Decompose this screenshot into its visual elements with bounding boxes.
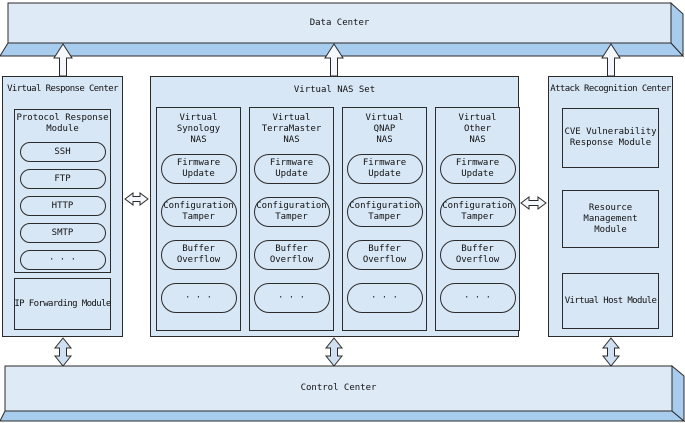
nas-column-qnap: Virtual QNAP NAS Firmware Update Configu… — [342, 107, 427, 331]
control-center-slab — [0, 364, 685, 423]
protocol-pill-http: HTTP — [19, 196, 106, 216]
nas-column-name: Virtual Other NAS — [458, 113, 497, 145]
arrow-vrc-nas — [124, 192, 149, 206]
attack-oval-firmware-update: Firmware Update — [160, 154, 237, 184]
arrow-vrc-control-center — [53, 337, 73, 367]
panel-virtual-nas-set: Virtual NAS Set Virtual Synology NAS Fir… — [150, 76, 520, 337]
attack-oval-configuration-tamper: Configuration Tamper — [160, 197, 237, 227]
attack-oval-firmware-update: Firmware Update — [439, 154, 516, 184]
protocol-response-module-title: Protocol Response Module — [16, 113, 109, 134]
resource-management-module: Resource Management Module — [562, 190, 659, 248]
protocol-pill-smtp: SMTP — [19, 223, 106, 243]
nas-column-terramaster: Virtual TerraMaster NAS Firmware Update … — [249, 107, 334, 331]
protocol-pill-label: · · · — [48, 254, 77, 265]
resource-management-label: Resource Management Module — [583, 202, 638, 235]
attack-oval-configuration-tamper: Configuration Tamper — [439, 197, 516, 227]
attack-oval-firmware-update: Firmware Update — [253, 154, 330, 184]
attack-recognition-center-title: Attack Recognition Center — [550, 84, 671, 94]
cve-vulnerability-response-module: CVE Vulnerability Response Module — [562, 108, 659, 168]
virtual-nas-set-title: Virtual NAS Set — [293, 85, 376, 95]
nas-column-synology: Virtual Synology NAS Firmware Update Con… — [156, 107, 241, 331]
attack-oval-more: · · · — [346, 283, 423, 313]
nas-column-name: Virtual Synology NAS — [176, 113, 221, 145]
protocol-pill-more: · · · — [19, 250, 106, 270]
protocol-pill-ssh: SSH — [19, 142, 106, 162]
attack-oval-configuration-tamper: Configuration Tamper — [346, 197, 423, 227]
attack-oval-buffer-overflow: Buffer Overflow — [160, 240, 237, 270]
control-center-label: Control Center — [300, 383, 377, 393]
nas-column-name: Virtual TerraMaster NAS — [261, 113, 322, 145]
protocol-pill-label: SMTP — [51, 227, 74, 238]
attack-oval-buffer-overflow: Buffer Overflow — [439, 240, 516, 270]
protocol-pill-label: SSH — [54, 146, 71, 157]
ip-forwarding-module: IP Forwarding Module — [14, 278, 111, 330]
data-center-label: Data Center — [309, 17, 370, 28]
panel-attack-recognition-center: Attack Recognition Center CVE Vulnerabil… — [548, 76, 673, 337]
arrow-nas-control-center — [324, 337, 344, 367]
attack-oval-more: · · · — [160, 283, 237, 313]
attack-oval-firmware-update: Firmware Update — [346, 154, 423, 184]
attack-oval-more: · · · — [253, 283, 330, 313]
data-center-slab — [0, 1, 685, 58]
nas-column-name: Virtual QNAP NAS — [365, 113, 404, 145]
virtual-host-module: Virtual Host Module — [562, 273, 659, 329]
protocol-pill-ftp: FTP — [19, 169, 106, 189]
protocol-response-module: Protocol Response Module SSH FTP HTTP SM… — [14, 109, 111, 273]
ip-forwarding-module-label: IP Forwarding Module — [14, 298, 111, 309]
nas-column-other: Virtual Other NAS Firmware Update Config… — [435, 107, 520, 331]
arrow-arc-control-center — [601, 337, 621, 367]
arrow-nas-arc — [520, 196, 547, 210]
attack-oval-more: · · · — [439, 283, 516, 313]
panel-virtual-response-center: Virtual Response Center Protocol Respons… — [2, 76, 123, 337]
attack-oval-buffer-overflow: Buffer Overflow — [253, 240, 330, 270]
virtual-response-center-title: Virtual Response Center — [7, 84, 118, 94]
attack-oval-buffer-overflow: Buffer Overflow — [346, 240, 423, 270]
attack-oval-configuration-tamper: Configuration Tamper — [253, 197, 330, 227]
protocol-pill-label: HTTP — [51, 200, 74, 211]
protocol-pill-label: FTP — [54, 173, 71, 184]
cve-module-label: CVE Vulnerability Response Module — [564, 127, 657, 148]
virtual-host-label: Virtual Host Module — [564, 295, 657, 306]
